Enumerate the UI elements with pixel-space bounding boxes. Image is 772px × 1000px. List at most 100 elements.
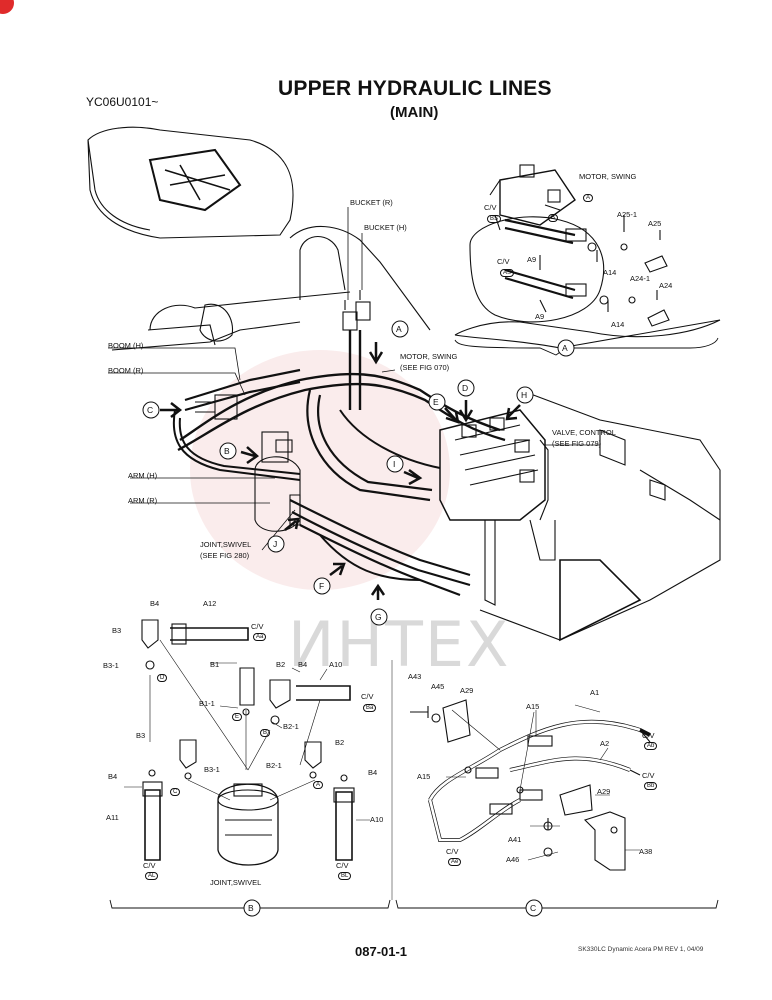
detail-b-part-b2-lower: B2 (335, 738, 345, 747)
label-valve-control-ref: (SEE FIG 079) (552, 439, 602, 448)
detail-c-part-a43: A43 (408, 672, 422, 681)
corner-marker (0, 0, 14, 14)
detail-b-cv-label-4: C/V (336, 861, 349, 870)
detail-b-part-a12: A12 (203, 599, 217, 608)
page-number: 087-01-1 (355, 944, 408, 959)
label-valve-control: VALVE, CONTROL (552, 428, 616, 437)
callout-d: D (462, 383, 469, 393)
detail-a-part-a25-1: A25-1 (617, 210, 638, 219)
detail-b-hose-a11 (144, 789, 161, 861)
detail-b-part-b4-right: B4 (368, 768, 378, 777)
callout-a: A (396, 324, 402, 334)
label-boom-h: BOOM (H) (108, 341, 144, 350)
detail-a-fitting-callout: B (548, 214, 559, 222)
detail-b-hose-a10 (296, 685, 351, 701)
detail-c-part-a29-right: A29 (597, 787, 611, 796)
detail-b-part-b3-1-lower: B3-1 (204, 765, 220, 774)
detail-b-cv-code-1: Aa (253, 633, 267, 641)
detail-b-part-b2-1-top: B2-1 (283, 722, 299, 731)
detail-a-part-a9: A9 (527, 255, 537, 264)
label-boom-r: BOOM (R) (108, 366, 144, 375)
fitting-a24 (647, 309, 670, 327)
callout-c: C (147, 405, 154, 415)
boom-hose-1 (184, 368, 301, 402)
machine-thumbnail-body (87, 126, 294, 239)
detail-b-part-b3-top: B3 (112, 626, 122, 635)
callout-h: H (521, 390, 528, 400)
detail-b-swivel-body (217, 783, 279, 866)
arrow-h (505, 404, 521, 421)
detail-c-part-a1: A1 (590, 688, 600, 697)
callout-g: G (375, 612, 382, 622)
label-arm-r: ARM (R) (128, 496, 158, 505)
hose-arm-1 (306, 389, 431, 502)
detail-b-label: B (248, 903, 254, 913)
arrow-d (458, 400, 474, 423)
arrow-i (403, 468, 423, 486)
detail-b-ref-d: D (157, 674, 168, 682)
boom-clamp (214, 394, 238, 420)
detail-b-component-label: JOINT,SWIVEL (210, 878, 262, 887)
hose-loop-c (172, 409, 301, 481)
bucket-lines (348, 330, 362, 410)
detail-a-part-a14: A14 (603, 268, 617, 277)
control-valve-body (439, 409, 546, 521)
detail-a-label: A (562, 343, 568, 353)
detail-b-part-b4-mid: B4 (298, 660, 308, 669)
page-subtitle: (MAIN) (390, 104, 439, 121)
label-joint-swivel-ref: (SEE FIG 280) (200, 551, 250, 560)
detail-a-cv-label-1: C/V (484, 203, 497, 212)
detail-b-part-a10-lower: A10 (370, 815, 384, 824)
detail-b-part-b3-lower: B3 (136, 731, 146, 740)
detail-c-clamp-a29 (442, 699, 471, 743)
boom-frame-plate (299, 235, 346, 300)
detail-a-part-a24-1: A24-1 (630, 274, 651, 283)
detail-a-frame-top (454, 319, 721, 338)
swing-motor-body (469, 216, 605, 323)
detail-c-cv-label-3: C/V (446, 847, 459, 856)
detail-b-part-b2-top: B2 (276, 660, 286, 669)
detail-b-cv-label-1: C/V (251, 622, 264, 631)
detail-c-part-a15-top: A15 (526, 702, 540, 711)
watermark-blob (190, 350, 450, 590)
detail-b-cv-code-3: AL (145, 872, 159, 880)
detail-c-label: C (530, 903, 537, 913)
detail-a-part-a9-lower: A9 (535, 312, 545, 321)
hose-a9-upper (504, 218, 576, 245)
detail-b-ref-c: C (170, 788, 181, 796)
callout-i: I (393, 459, 396, 469)
detail-c-bracket (395, 899, 719, 917)
detail-c-part-a29-top: A29 (460, 686, 474, 695)
label-bucket-r: BUCKET (R) (350, 198, 393, 207)
detail-c-cv-code-2: Bb (644, 782, 658, 790)
watermark-text: ИНТЕХ (288, 608, 511, 681)
arrow-e (444, 407, 460, 424)
detail-c-bolt-a43 (410, 706, 429, 718)
detail-a-motor-callout: A (583, 194, 594, 202)
detail-b-b3 (179, 739, 197, 769)
hose-lower-1 (289, 499, 471, 577)
detail-a-part-a25: A25 (648, 219, 662, 228)
boom-foot-pin (199, 303, 234, 342)
detail-b-part-b3-1-top: B3-1 (103, 661, 119, 670)
detail-c-part-a46: A46 (506, 855, 520, 864)
detail-c-cv-code-1: Ab (644, 742, 658, 750)
detail-c-part-a41: A41 (508, 835, 522, 844)
detail-c-bracket-a38 (583, 811, 626, 871)
document-reference: SK330LC Dynamic Acera PM REV 1, 04/09 (578, 946, 704, 953)
label-motor-swing: MOTOR, SWING (400, 352, 458, 361)
callout-b: B (224, 446, 230, 456)
fitting-a25 (644, 255, 668, 273)
detail-b-part-b1: B1 (210, 660, 220, 669)
label-arm-h: ARM (H) (128, 471, 158, 480)
detail-a-cv-label-2: C/V (497, 257, 510, 266)
label-bucket-h: BUCKET (H) (364, 223, 407, 232)
arrow-j (284, 517, 300, 531)
detail-b-part-b2-1-lower: B2-1 (266, 761, 282, 770)
arrow-b (240, 446, 260, 465)
detail-b-part-b4-left: B4 (108, 772, 118, 781)
leader-boom-h (108, 347, 241, 381)
detail-b-part-b1-1: B1-1 (199, 699, 215, 708)
detail-a-part-a24: A24 (659, 281, 673, 290)
